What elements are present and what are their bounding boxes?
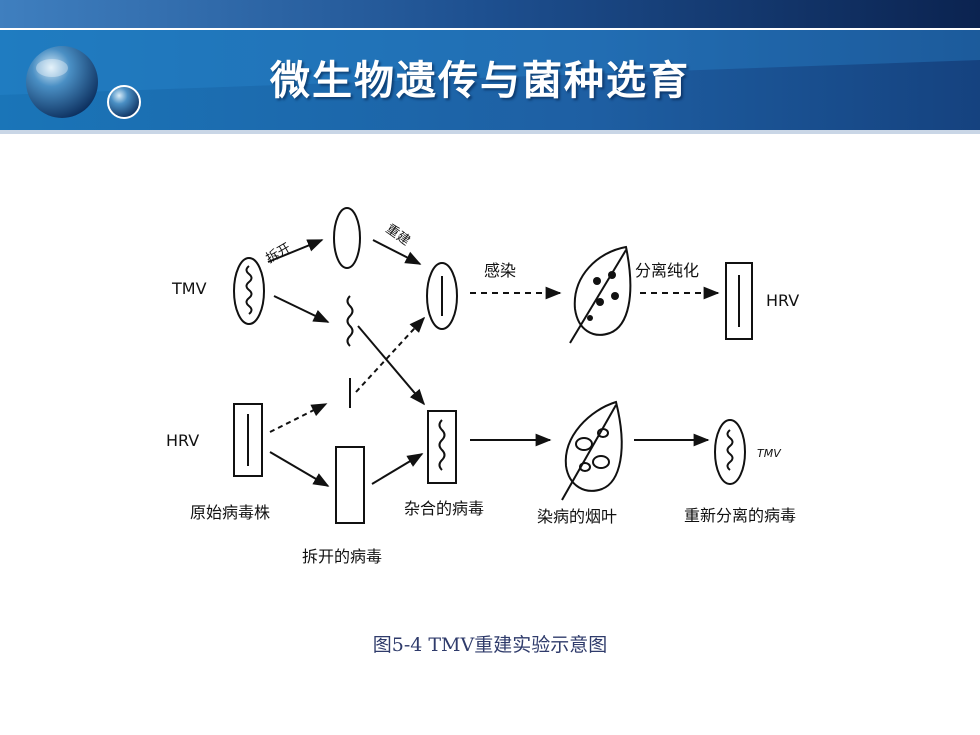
globe-logo-icon: [26, 46, 141, 119]
figure-caption: 图5-4 TMV重建实验示意图: [372, 634, 608, 656]
step-recombine-label: 重建: [383, 221, 413, 249]
caption-hybrid-virus: 杂合的病毒: [404, 499, 484, 518]
result-tmv-virus: [714, 419, 746, 485]
infected-leaf-upper: [569, 245, 632, 344]
caption-reisolated-virus: 重新分离的病毒: [684, 506, 796, 525]
leaf-lesions: [587, 271, 619, 321]
step-infect-label: 感染: [484, 261, 516, 280]
caption-split-virus: 拆开的病毒: [302, 547, 382, 566]
hrv-original-virus: [233, 403, 263, 477]
step-split-label: 拆开: [264, 241, 294, 267]
split-protein-coat: [333, 207, 361, 269]
tmv-result-label: TMV: [757, 447, 782, 460]
hybrid-virus-lower: [427, 410, 457, 484]
hrv-label-left: HRV: [166, 431, 199, 450]
hybrid-virus-upper: [426, 262, 458, 330]
split-hrv-coat: [335, 446, 365, 524]
result-hrv-virus: [725, 262, 753, 340]
tmv-original-virus: [233, 257, 265, 325]
slide-title: 微生物遗传与菌种选育: [270, 58, 690, 104]
header-banner: [0, 0, 980, 134]
tmv-label: TMV: [171, 279, 207, 298]
caption-infected-leaf: 染病的烟叶: [537, 507, 617, 526]
split-tmv-rna: [346, 295, 354, 347]
hrv-label-right: HRV: [766, 291, 799, 310]
infected-leaf-lower: [561, 400, 623, 501]
caption-original-strain: 原始病毒株: [190, 503, 270, 522]
step-isolate-label: 分离纯化: [635, 261, 699, 280]
